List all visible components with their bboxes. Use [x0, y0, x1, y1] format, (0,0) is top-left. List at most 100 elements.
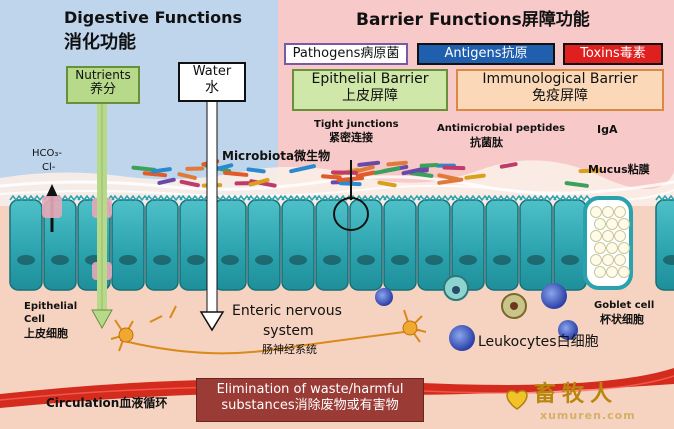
goblet-cell-label: Goblet cell	[594, 300, 655, 311]
cell-nucleus	[391, 255, 409, 265]
mucus-granule	[614, 230, 626, 242]
cell-nucleus	[153, 255, 171, 265]
epithelial-barrier-label: Epithelial Barrier	[311, 71, 429, 87]
microbe	[330, 170, 358, 175]
epithelial-cell	[281, 199, 315, 291]
microbe	[223, 170, 249, 177]
mucus-granule	[614, 206, 626, 218]
epithelial-cell	[383, 199, 417, 291]
microbe	[499, 162, 518, 169]
microbe	[578, 168, 602, 174]
circulation-label: Circulation血液循环	[46, 396, 168, 410]
mucus-granule	[590, 206, 602, 218]
elimination-label: Elimination of waste/harmful	[216, 382, 404, 397]
epithelial-cell-label-2: Cell	[24, 314, 45, 325]
microbiota-label: Microbiota微生物	[222, 149, 331, 163]
microvilli	[349, 194, 387, 202]
microvilli	[281, 194, 319, 202]
nutrients-box: Nutrients 养分	[66, 66, 140, 104]
pathogens-tag: Pathogens病原菌	[284, 43, 408, 65]
cell-nucleus	[493, 255, 511, 265]
microbe	[248, 177, 270, 187]
epithelial-barrier-label-cn: 上皮屏障	[342, 87, 398, 104]
cell-nucleus	[119, 255, 137, 265]
microbe	[409, 171, 434, 178]
microbe	[157, 177, 176, 185]
mucus-granule	[590, 230, 602, 242]
epithelial-cell	[655, 199, 674, 291]
microbe	[564, 181, 589, 188]
tight-junctions-label: Tight junctions	[314, 119, 399, 130]
microvilli	[9, 194, 47, 202]
epithelial-cell	[417, 199, 451, 291]
immunological-barrier-box: Immunological Barrier 免疫屏障	[456, 69, 664, 111]
immunological-barrier-label-cn: 免疫屏障	[532, 87, 588, 104]
microvilli	[111, 194, 149, 202]
channel-left	[42, 196, 62, 218]
mucus-label: Mucus粘膜	[588, 163, 650, 176]
mucus-granule	[606, 242, 618, 254]
cl-label: Cl-	[42, 162, 56, 173]
iga-label: IgA	[597, 123, 618, 136]
mucus-granule	[594, 242, 606, 254]
hco3-label: HCO₃-	[32, 148, 62, 159]
epithelial-cell	[349, 199, 383, 291]
microvilli	[417, 194, 455, 202]
nutrients-label: Nutrients	[75, 68, 131, 82]
microbe	[142, 171, 168, 178]
microbe	[464, 173, 486, 180]
microbe	[289, 164, 316, 174]
microvilli	[519, 194, 557, 202]
water-label: Water	[192, 64, 232, 79]
goblet-cell	[583, 196, 633, 290]
microbe	[355, 170, 376, 178]
microbe	[357, 160, 381, 167]
mucus-granule	[602, 230, 614, 242]
microvilli	[553, 194, 591, 202]
mucus-granule	[594, 218, 606, 230]
epithelial-cell	[111, 199, 145, 291]
microbe	[321, 174, 342, 180]
elimination-label-2: substances消除废物或有害物	[221, 397, 399, 413]
watermark-site: xumuren.com	[540, 409, 636, 422]
toxins-tag: Toxins毒素	[563, 43, 663, 65]
enteric-nervous-label-cn: 肠神经系统	[262, 343, 317, 356]
cell-nucleus	[357, 255, 375, 265]
microvilli	[315, 194, 353, 202]
microvilli	[485, 194, 523, 202]
barrier-functions-title: Barrier Functions屏障功能	[356, 10, 590, 30]
cell-nucleus	[663, 255, 674, 265]
mucus-granule	[606, 218, 618, 230]
cell-nucleus	[527, 255, 545, 265]
cell-nucleus	[459, 255, 477, 265]
mucus-granule	[618, 218, 630, 230]
microbe	[419, 163, 439, 168]
microbe	[386, 160, 408, 167]
microvilli	[655, 194, 674, 202]
antigens-tag: Antigens抗原	[417, 43, 555, 65]
mucus-granule	[618, 242, 630, 254]
microbe	[437, 173, 462, 182]
mucus-granule	[614, 254, 626, 266]
elimination-box: Elimination of waste/harmful substances消…	[196, 378, 424, 422]
mucus-granule	[590, 254, 602, 266]
epithelial-cell-label: Epithelial	[24, 301, 78, 312]
goblet-cell-label-cn: 杯状细胞	[600, 313, 644, 326]
cell-nucleus	[425, 255, 443, 265]
leukocytes-cluster	[375, 275, 578, 351]
cell-nucleus	[17, 255, 35, 265]
cell-nucleus	[289, 255, 307, 265]
cell-nucleus	[221, 255, 239, 265]
microvilli	[213, 194, 251, 202]
immunological-barrier-label: Immunological Barrier	[482, 71, 638, 87]
mucus-granule	[602, 254, 614, 266]
water-arrow-head	[199, 311, 225, 332]
cell-nucleus	[561, 255, 579, 265]
nutrients-label-cn: 养分	[89, 82, 116, 98]
microbe	[373, 166, 401, 175]
microvilli	[451, 194, 489, 202]
water-box: Water 水	[178, 62, 246, 102]
microbe	[131, 165, 157, 172]
digestive-functions-title-cn: 消化功能	[64, 32, 136, 53]
